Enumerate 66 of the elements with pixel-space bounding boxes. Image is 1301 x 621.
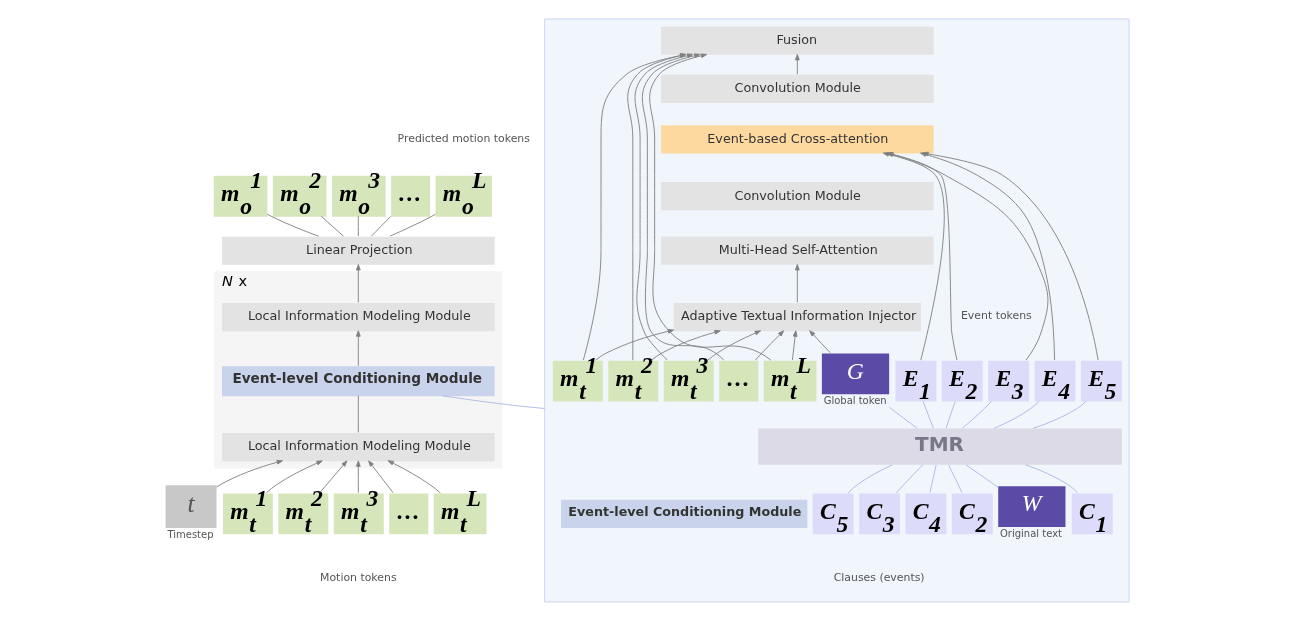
node-box: TMR bbox=[757, 428, 1122, 465]
arrow bbox=[808, 330, 831, 354]
node-box: t bbox=[165, 485, 217, 528]
node-box: Convolution Module bbox=[660, 74, 934, 104]
arrow bbox=[355, 460, 361, 494]
arrow bbox=[265, 460, 323, 494]
node-label: Timestep bbox=[166, 528, 213, 540]
node-box: Linear Projection bbox=[221, 236, 495, 265]
node-label: Original text bbox=[999, 527, 1062, 539]
connector bbox=[847, 464, 893, 494]
connector bbox=[922, 400, 934, 429]
connector bbox=[370, 215, 391, 237]
arrow bbox=[641, 53, 724, 361]
arrow bbox=[318, 460, 347, 494]
arrow bbox=[582, 53, 686, 361]
arrow bbox=[634, 53, 693, 361]
cluster bbox=[543, 18, 1130, 603]
connector bbox=[945, 400, 956, 429]
node-box: Adaptive Textual Information Injector bbox=[673, 303, 921, 332]
node-box: … bbox=[390, 175, 430, 217]
node-box: W bbox=[997, 486, 1065, 528]
label: Event tokens bbox=[960, 309, 1032, 323]
arrow bbox=[754, 330, 784, 361]
node-box: Event-level Conditioning Module bbox=[560, 499, 807, 528]
arrow bbox=[355, 264, 361, 303]
node-box: Convolution Module bbox=[660, 182, 934, 211]
node-box: … bbox=[388, 493, 428, 535]
arrow bbox=[594, 328, 674, 361]
connector bbox=[1024, 464, 1078, 494]
node-box: Fusion bbox=[660, 26, 934, 55]
connector bbox=[895, 464, 923, 494]
connector bbox=[320, 215, 344, 237]
connector bbox=[888, 406, 917, 429]
node-box: Multi-Head Self-Attention bbox=[660, 236, 934, 265]
label: Predicted motion tokens bbox=[397, 131, 530, 145]
node-box: … bbox=[718, 360, 758, 402]
arrow bbox=[215, 459, 283, 488]
connector bbox=[389, 213, 436, 237]
connector bbox=[961, 400, 992, 429]
connector bbox=[266, 213, 319, 237]
connector bbox=[992, 400, 1040, 429]
label: Clauses (events) bbox=[833, 571, 925, 585]
connector bbox=[357, 215, 359, 237]
arrow bbox=[794, 264, 800, 303]
arrow bbox=[367, 460, 393, 494]
node-box: Event-based Cross-attention bbox=[660, 125, 934, 154]
arrow bbox=[387, 460, 441, 494]
label: Motion tokens bbox=[319, 571, 397, 585]
connector bbox=[947, 464, 963, 494]
connector bbox=[965, 464, 999, 488]
arrow bbox=[706, 330, 761, 361]
connector bbox=[929, 464, 937, 494]
arrow bbox=[626, 53, 686, 361]
connector bbox=[357, 395, 359, 433]
arrow bbox=[355, 330, 361, 367]
connector bbox=[1032, 400, 1087, 429]
arrow bbox=[650, 329, 721, 361]
arrow bbox=[791, 330, 797, 361]
node-box: Local Information Modeling Module bbox=[221, 303, 495, 332]
connector bbox=[441, 395, 545, 409]
node-box: Event-level Conditioning Module bbox=[221, 366, 495, 397]
arrow bbox=[794, 54, 800, 75]
node-box: G bbox=[821, 353, 889, 395]
arrow bbox=[648, 53, 771, 361]
node-label: Global token bbox=[823, 395, 887, 407]
node-box: Local Information Modeling Module bbox=[221, 433, 495, 462]
